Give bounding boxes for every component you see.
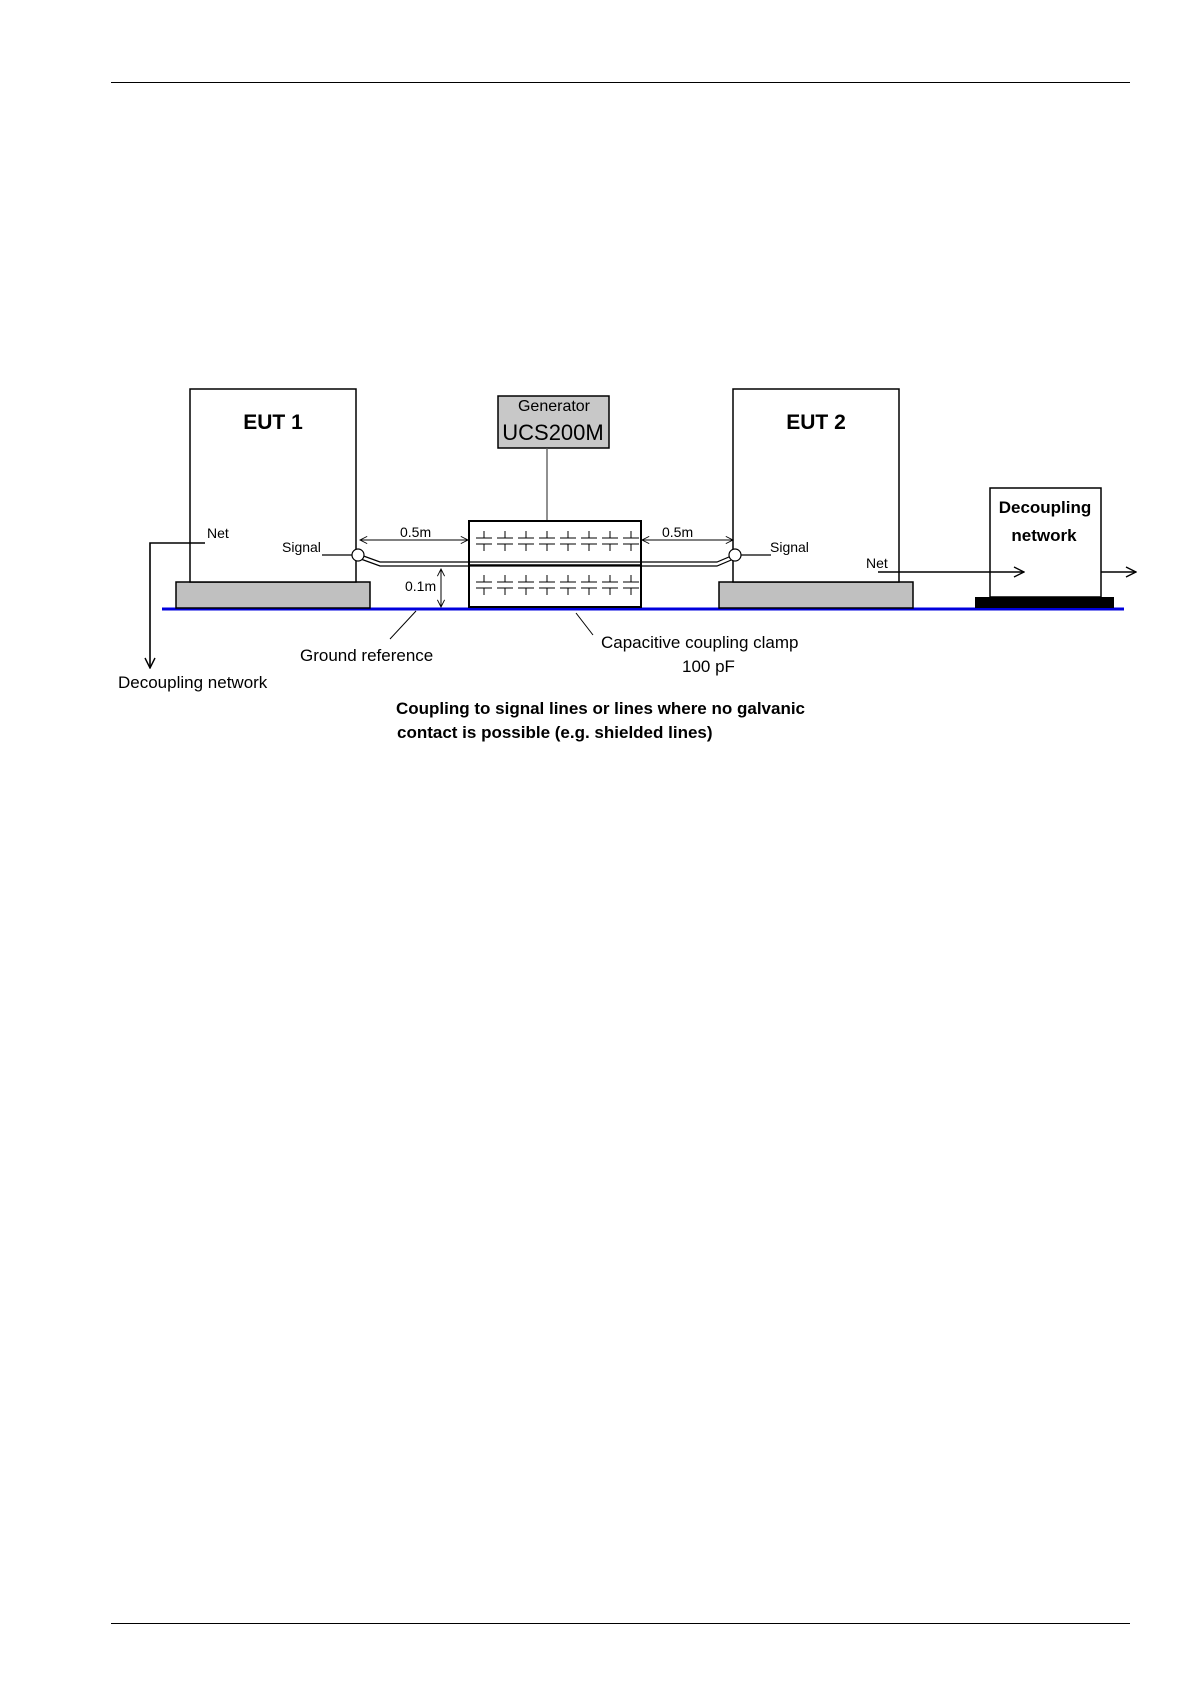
dimension-left-label: 0.5m	[400, 524, 431, 540]
ground-reference-leader	[390, 611, 416, 639]
dimension-right-label: 0.5m	[662, 524, 693, 540]
clamp-label-2: 100 pF	[682, 657, 735, 676]
eut2-net-label: Net	[866, 555, 888, 571]
decoupling-network-base	[975, 597, 1114, 608]
generator-label: Generator	[518, 398, 591, 415]
clamp-label-1: Capacitive coupling clamp	[601, 633, 799, 652]
eut1-label: EUT 1	[243, 411, 303, 434]
decoupling-network-label-1: Decoupling	[999, 498, 1092, 517]
eut2-stand	[719, 582, 913, 608]
eut1-signal-label: Signal	[282, 539, 321, 555]
clamp-leader	[576, 613, 593, 635]
dimension-height-label: 0.1m	[405, 578, 436, 594]
eut2-signal-port	[729, 549, 741, 561]
caption-line-2: contact is possible (e.g. shielded lines…	[397, 723, 713, 742]
eut1-net-label: Net	[207, 525, 229, 541]
generator-model-label: UCS200M	[502, 420, 603, 445]
eut1-signal-port	[352, 549, 364, 561]
eut2-signal-label: Signal	[770, 539, 809, 555]
eut1-stand	[176, 582, 370, 608]
caption-line-1: Coupling to signal lines or lines where …	[396, 699, 805, 718]
eut2-label: EUT 2	[786, 411, 846, 434]
decoupling-network-label-2: network	[1011, 526, 1077, 545]
capacitive-coupling-clamp	[469, 521, 641, 607]
decoupling-network-left-label: Decoupling network	[118, 673, 268, 692]
ground-reference-label: Ground reference	[300, 646, 433, 665]
